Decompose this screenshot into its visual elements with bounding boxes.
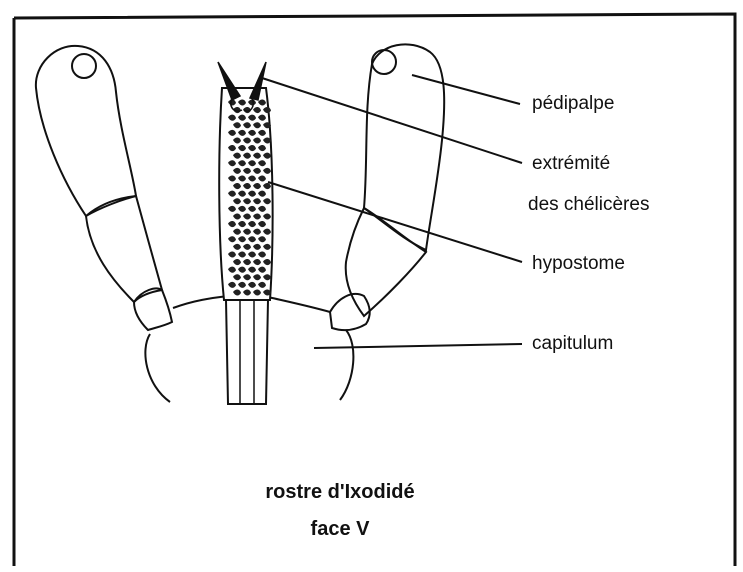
capitulum-outline <box>145 296 353 402</box>
label-hypostome: hypostome <box>532 253 625 275</box>
hypostome <box>219 88 272 404</box>
label-capitulum: capitulum <box>532 333 613 355</box>
leader-line-hypostome <box>268 182 522 262</box>
right-pedipalp <box>330 44 444 330</box>
leader-line-capitulum <box>314 344 522 348</box>
leader-lines <box>262 75 522 348</box>
label-pedipalpe: pédipalpe <box>532 93 614 115</box>
label-chelicere-line1: extrémité <box>532 153 610 175</box>
left-pedipalp <box>36 46 172 330</box>
leader-line-pedipalpe <box>412 75 520 104</box>
leader-line-chelicere <box>262 78 522 163</box>
caption-subtitle: face V <box>200 517 480 541</box>
caption-title: rostre d'Ixodidé <box>200 480 480 504</box>
label-chelicere-line2: des chélicères <box>528 194 649 216</box>
